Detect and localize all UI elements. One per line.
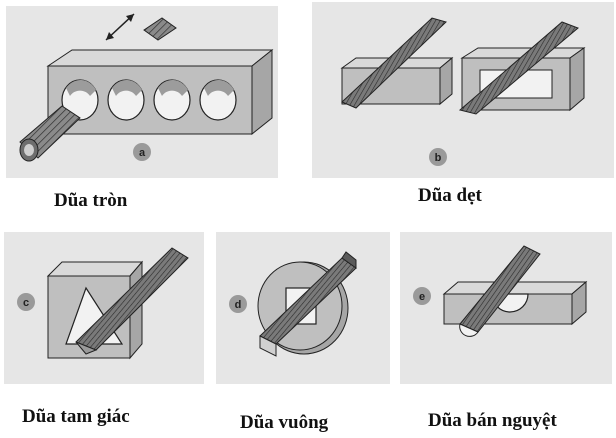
panel-d-letter: d — [235, 299, 242, 311]
panel-square-file: d — [216, 232, 390, 384]
panel-b-badge — [429, 148, 447, 166]
triangular-file-illustration: c — [17, 247, 189, 360]
panel-round-file: a — [6, 6, 278, 178]
caption-half-round-file: Dũa bán nguyệt — [428, 410, 557, 431]
caption-triangular-file: Dũa tam giác — [22, 406, 130, 427]
round-file-illustration: a — [19, 13, 274, 162]
panel-d-badge — [229, 295, 247, 313]
flat-file-right — [458, 21, 579, 115]
caption-square-file: Dũa vuông — [240, 412, 329, 433]
panel-a-badge — [133, 143, 151, 161]
panel-e-badge — [413, 287, 431, 305]
panel-c-badge — [17, 293, 35, 311]
panel-half-round-file: e — [400, 232, 612, 384]
flat-file-left — [341, 17, 447, 109]
panel-a-letter: a — [139, 147, 146, 159]
half-round-file-illustration: e — [413, 245, 588, 337]
panel-b-letter: b — [435, 152, 442, 164]
panel-c-letter: c — [23, 297, 29, 309]
panel-triangular-file: c — [4, 232, 204, 384]
block-top — [46, 49, 274, 67]
flat-file-illustration: b — [340, 17, 586, 166]
panel-e-letter: e — [419, 291, 425, 303]
panel-flat-file: b — [312, 2, 614, 178]
caption-round-file: Dũa tròn — [54, 190, 128, 211]
square-file-illustration: d — [229, 251, 357, 357]
caption-flat-file: Dũa dẹt — [418, 185, 482, 206]
